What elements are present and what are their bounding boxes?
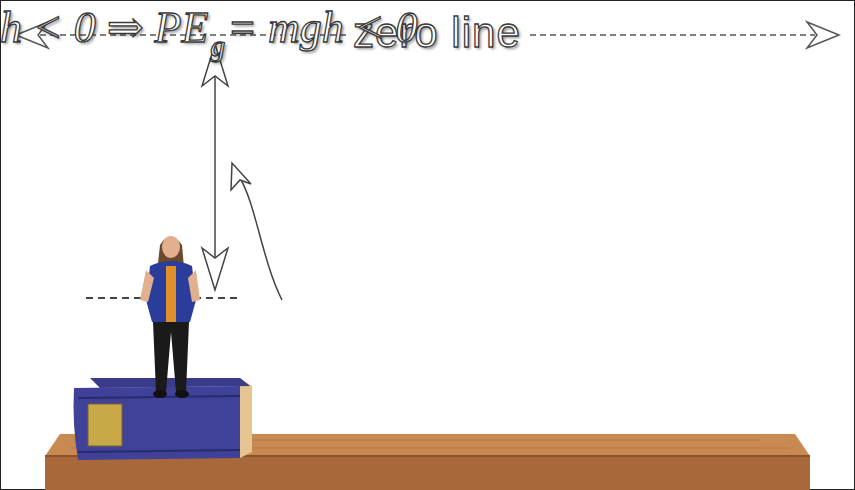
- equation-right: = mgh < 0: [227, 0, 417, 56]
- equation-left: h < 0 ⇒ PE: [0, 0, 208, 56]
- height-arrow: [202, 44, 228, 290]
- callout-arrow: [231, 163, 282, 300]
- person: [140, 236, 200, 398]
- equation-subscript: g: [210, 18, 225, 74]
